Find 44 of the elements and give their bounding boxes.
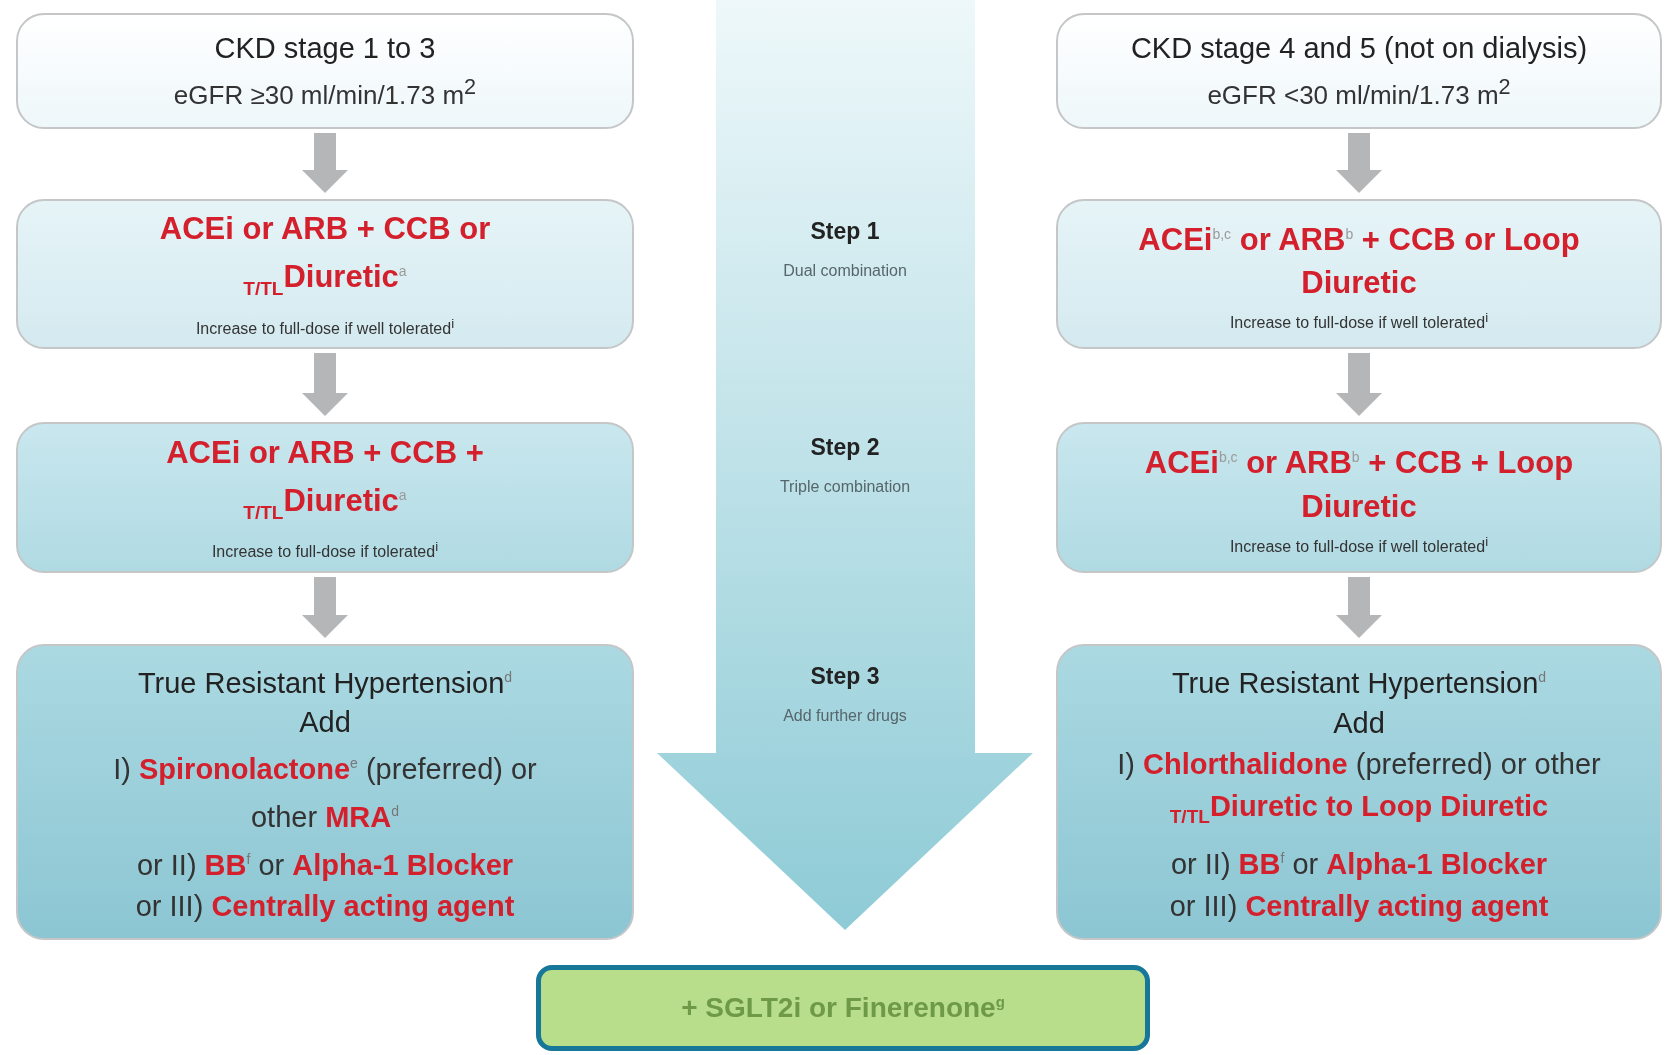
treatment-option-text: or II) BB$^{f}$ or Alpha-1 Blocker [1170,847,1548,883]
box-subheading: eGFR <30 ml/min/1.73 m$^{2}$ [1207,73,1511,112]
box-heading: True Resistant Hypertension$^{d}$ [1171,665,1547,701]
box-subheading: eGFR ≥30 ml/min/1.73 m$^{2}$ [173,73,477,112]
process-box [16,422,634,573]
dosing-note: Increase to full-dose if well tolerated$^{i}$ [1229,532,1489,557]
process-box [1056,422,1662,573]
drug-combination-text: ACEi or ARB + CCB + $_{T/TL}$Diuretic$^{a}$ [165,433,485,525]
step-arrow [657,0,1033,930]
dosing-note: Increase to full-dose if well tolerated$^{i}$ [195,314,455,339]
treatment-option-text: or II) BB$^{f}$ or Alpha-1 Blocker [136,847,514,883]
dosing-note: Increase to full-dose if tolerated$^{i}$ [211,538,439,563]
process-box [1056,199,1662,349]
step-title: Step 3 [809,663,881,690]
process-box [16,199,634,349]
box-heading: Add [299,705,351,741]
arrow [1336,133,1382,193]
process-box [16,13,634,129]
arrow [302,577,348,638]
arrow [302,353,348,416]
drug-combination-text: ACEi$^{b,c}$ or ARB$^{b}$ + CCB or Loop Diuretic [1137,221,1581,302]
step-description: Dual combination [782,262,908,280]
step-description: Triple combination [778,478,912,496]
box-heading: CKD stage 1 to 3 [214,31,436,67]
step-description: Add further drugs [782,707,908,725]
drug-combination-text: ACEi or ARB + CCB or $_{T/TL}$Diuretic$^{a}$ [158,210,492,301]
add-on-box [536,965,1150,1051]
treatment-option-text: or III) Centrally acting agent [135,889,515,925]
add-on-therapy-text: + SGLT2i or Finerenone$^{g}$ [681,992,1005,1024]
box-heading: True Resistant Hypertension$^{d}$ [137,665,513,701]
treatment-option-text: I) Chlorthalidone (preferred) or other $_{T/TL}$Diuretic to Loop Diuretic [1116,746,1602,829]
process-box [1056,13,1662,129]
step-title: Step 1 [809,218,881,245]
arrow [1336,353,1382,416]
box-heading: CKD stage 4 and 5 (not on dialysis) [1130,31,1588,67]
step-title: Step 2 [809,434,881,461]
box-heading: Add [1333,705,1385,741]
drug-combination-text: ACEi$^{b,c}$ or ARB$^{b}$ + CCB + Loop Diuretic [1143,444,1575,526]
arrow [1336,577,1382,638]
treatment-option-text: or III) Centrally acting agent [1169,889,1549,925]
process-box [1056,644,1662,940]
process-box [16,644,634,940]
arrow [302,133,348,193]
dosing-note: Increase to full-dose if well tolerated$^{i}$ [1229,309,1489,334]
